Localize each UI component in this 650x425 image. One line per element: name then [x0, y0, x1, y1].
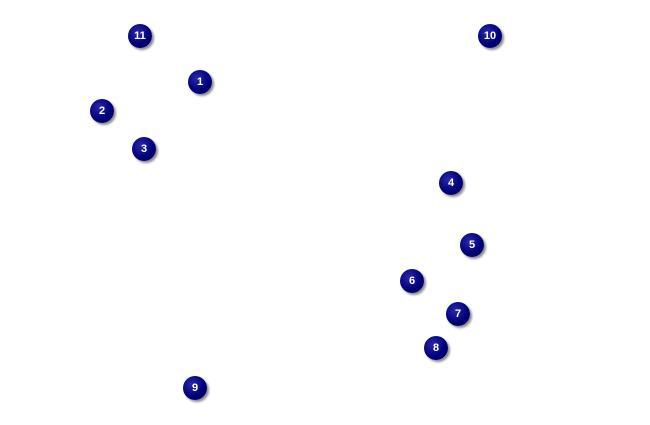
marker-5[interactable]: 5 — [460, 233, 484, 257]
marker-3[interactable]: 3 — [132, 137, 156, 161]
marker-4[interactable]: 4 — [439, 171, 463, 195]
marker-6[interactable]: 6 — [400, 269, 424, 293]
marker-8[interactable]: 8 — [424, 336, 448, 360]
marker-11[interactable]: 11 — [128, 24, 152, 48]
marker-2[interactable]: 2 — [90, 99, 114, 123]
marker-10[interactable]: 10 — [478, 24, 502, 48]
marker-1[interactable]: 1 — [188, 70, 212, 94]
marker-7[interactable]: 7 — [446, 302, 470, 326]
marker-9[interactable]: 9 — [183, 376, 207, 400]
